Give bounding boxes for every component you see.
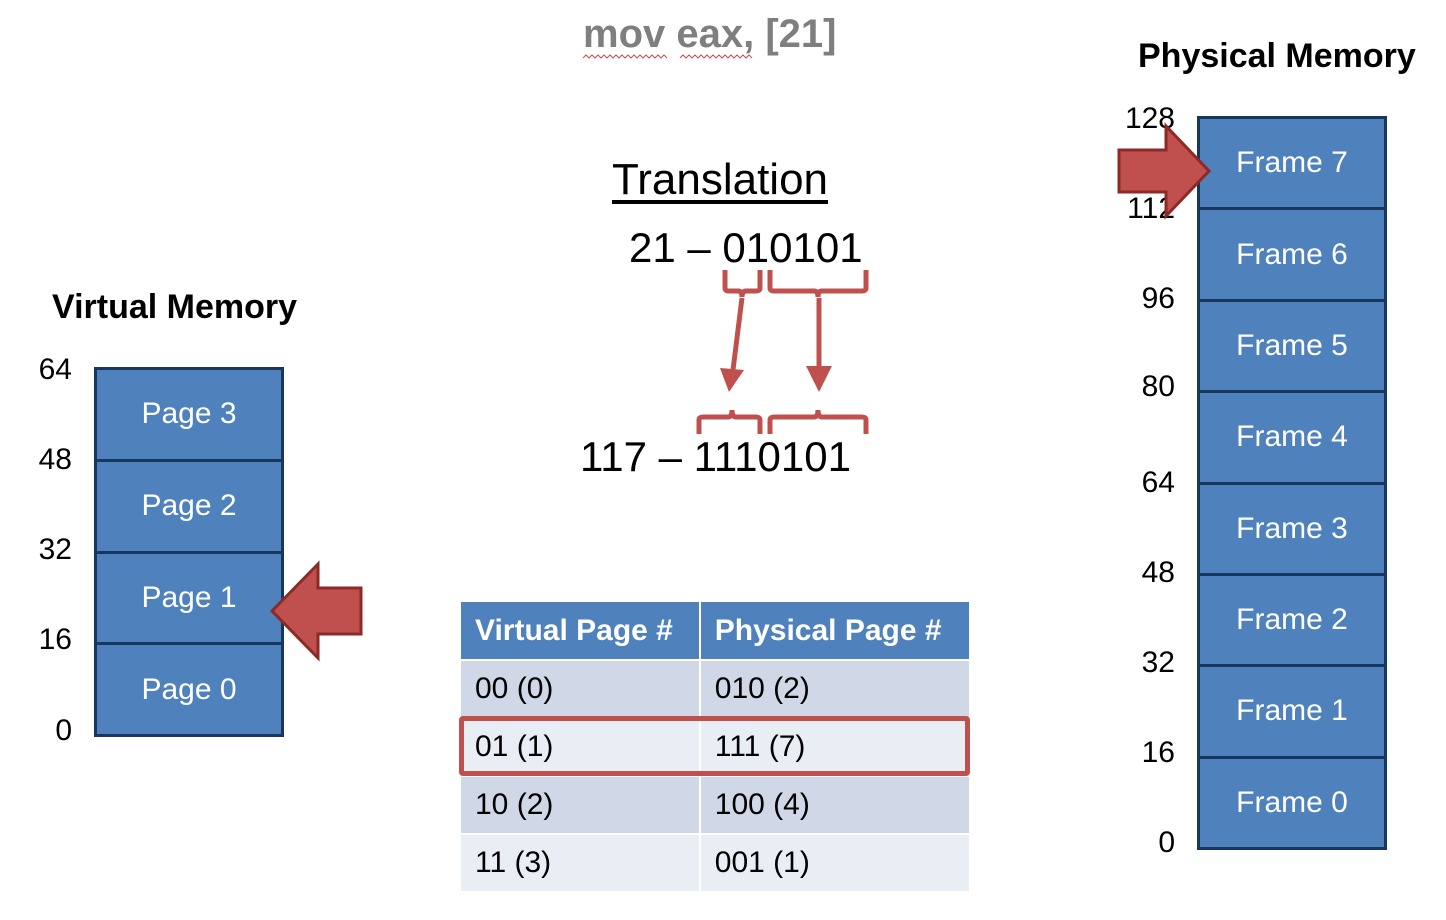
table-row: 10 (2) 100 (4) xyxy=(459,775,972,835)
page-bits-mapping-arrow xyxy=(720,297,745,392)
top-brace-offset-bits xyxy=(767,270,869,298)
vm-tick-48: 48 xyxy=(38,443,72,476)
pm-tick-80: 80 xyxy=(1141,370,1175,403)
virtual-page-cell: 00 (0) xyxy=(459,659,701,719)
pm-tick-32: 32 xyxy=(1141,646,1175,679)
bottom-brace-frame-bits xyxy=(696,409,763,434)
table-row: 00 (0) 010 (2) xyxy=(459,659,972,719)
top-brace-page-bits xyxy=(722,270,763,298)
page-1: Page 1 xyxy=(97,550,281,643)
physical-address: 117 – 1110101 xyxy=(580,433,851,480)
page-pointer-arrow xyxy=(269,560,363,662)
table-row: 01 (1) 111 (7) xyxy=(459,717,972,777)
frame-1: Frame 1 xyxy=(1200,664,1384,756)
physical-memory-title: Physical Memory xyxy=(1138,37,1416,75)
virtual-memory-stack: Page 3 Page 2 Page 1 Page 0 xyxy=(94,367,284,737)
spellcheck-squiggle xyxy=(583,54,753,59)
instruction-title: mov eax, [21] xyxy=(583,12,837,56)
physical-page-cell: 010 (2) xyxy=(698,659,972,719)
table-row: 11 (3) 001 (1) xyxy=(459,833,972,893)
pm-tick-16: 16 xyxy=(1141,736,1175,769)
physical-page-header: Physical Page # xyxy=(698,600,972,661)
virtual-page-cell: 10 (2) xyxy=(459,775,701,835)
pm-tick-64: 64 xyxy=(1141,466,1175,499)
highlighted-row-box xyxy=(459,716,970,776)
frame-7: Frame 7 xyxy=(1200,119,1384,208)
virtual-memory-title: Virtual Memory xyxy=(52,288,298,326)
vm-tick-64: 64 xyxy=(38,353,72,386)
frame-2: Frame 2 xyxy=(1200,572,1384,665)
pm-tick-48: 48 xyxy=(1141,556,1175,589)
physical-page-cell: 100 (4) xyxy=(698,775,972,835)
physical-page-cell: 001 (1) xyxy=(698,833,972,893)
virtual-page-header: Virtual Page # xyxy=(459,600,701,661)
virtual-page-cell: 11 (3) xyxy=(459,833,701,893)
frame-3: Frame 3 xyxy=(1200,481,1384,573)
page-2: Page 2 xyxy=(97,458,281,551)
translation-title: Translation xyxy=(612,155,829,204)
page-3: Page 3 xyxy=(97,370,281,459)
frame-pointer-arrow xyxy=(1117,122,1212,220)
vm-tick-0: 0 xyxy=(55,714,72,747)
page-0: Page 0 xyxy=(97,642,281,734)
pm-tick-96: 96 xyxy=(1141,282,1175,315)
pm-tick-0: 0 xyxy=(1158,826,1175,859)
physical-page-cell: 111 (7) xyxy=(698,717,972,777)
virtual-page-cell: 01 (1) xyxy=(459,717,701,777)
frame-4: Frame 4 xyxy=(1200,390,1384,482)
virtual-address: 21 – 010101 xyxy=(629,224,863,271)
bottom-brace-offset-bits xyxy=(767,409,869,434)
physical-memory-stack: Frame 7 Frame 6 Frame 5 Frame 4 Frame 3 … xyxy=(1197,116,1387,850)
page-table: Virtual Page # Physical Page # 00 (0) 01… xyxy=(459,600,972,893)
frame-5: Frame 5 xyxy=(1200,298,1384,391)
frame-6: Frame 6 xyxy=(1200,207,1384,299)
frame-0: Frame 0 xyxy=(1200,755,1384,847)
vm-tick-16: 16 xyxy=(38,623,72,656)
page-table-header-row: Virtual Page # Physical Page # xyxy=(459,600,972,661)
vm-tick-32: 32 xyxy=(38,533,72,566)
offset-bits-mapping-arrow xyxy=(806,298,832,392)
